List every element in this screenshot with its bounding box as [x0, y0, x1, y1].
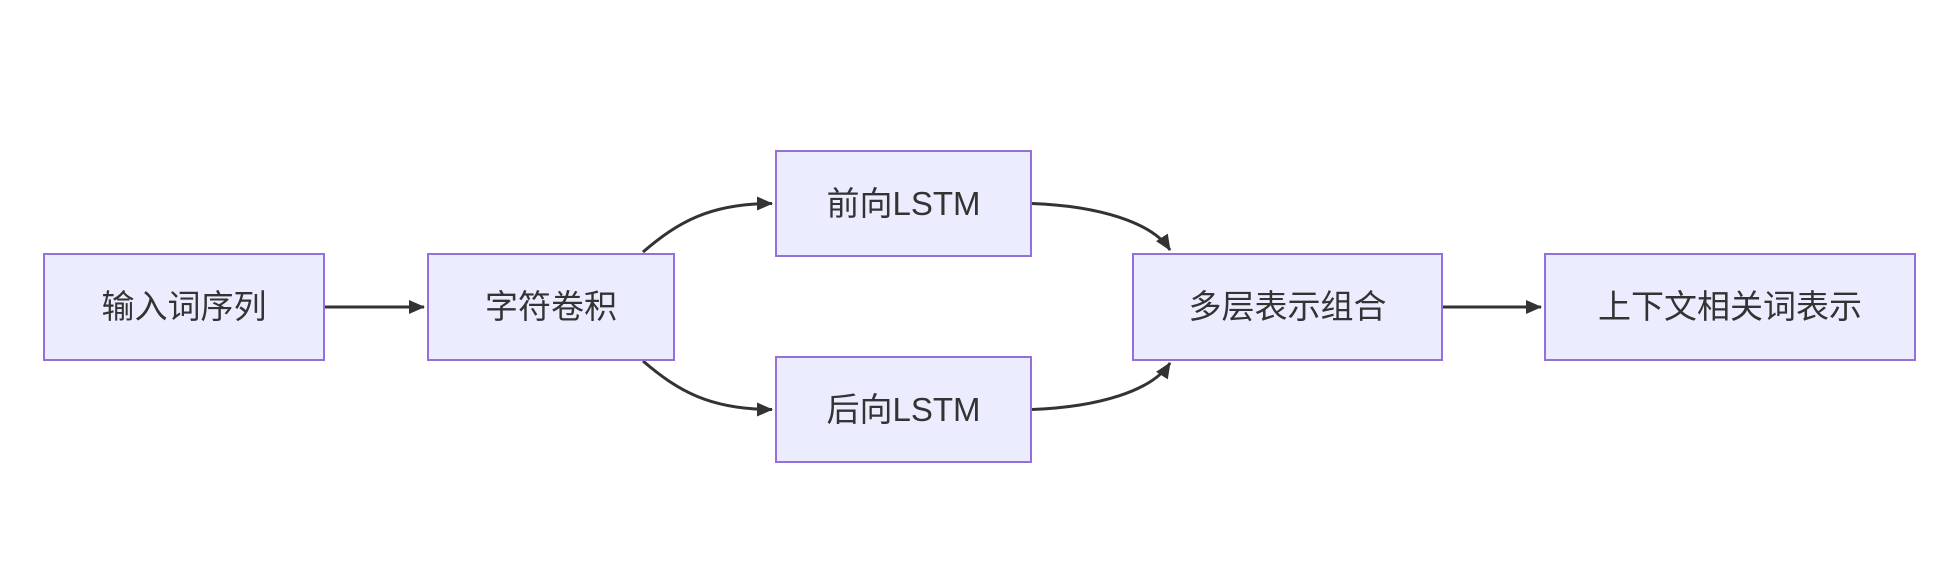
- edge-charconv-to-forward-lstm: [642, 196, 773, 254]
- edge-forward-lstm-to-combine: [1031, 202, 1172, 251]
- edge-charconv-to-backward-lstm: [642, 359, 773, 417]
- node-label: 字符卷积: [485, 288, 617, 326]
- node-label: 后向LSTM: [826, 390, 981, 428]
- node-input-word-sequence: 输入词序列: [43, 253, 325, 361]
- node-backward-lstm: 后向LSTM: [775, 356, 1032, 463]
- node-label: 上下文相关词表示: [1598, 288, 1862, 326]
- node-forward-lstm: 前向LSTM: [775, 150, 1032, 257]
- node-multilayer-combination: 多层表示组合: [1132, 253, 1443, 361]
- edge-backward-lstm-to-combine: [1031, 362, 1172, 411]
- node-context-word-representation: 上下文相关词表示: [1544, 253, 1916, 361]
- node-label: 输入词序列: [101, 288, 267, 326]
- node-label: 多层表示组合: [1188, 288, 1387, 326]
- node-char-convolution: 字符卷积: [427, 253, 675, 361]
- node-label: 前向LSTM: [826, 184, 981, 222]
